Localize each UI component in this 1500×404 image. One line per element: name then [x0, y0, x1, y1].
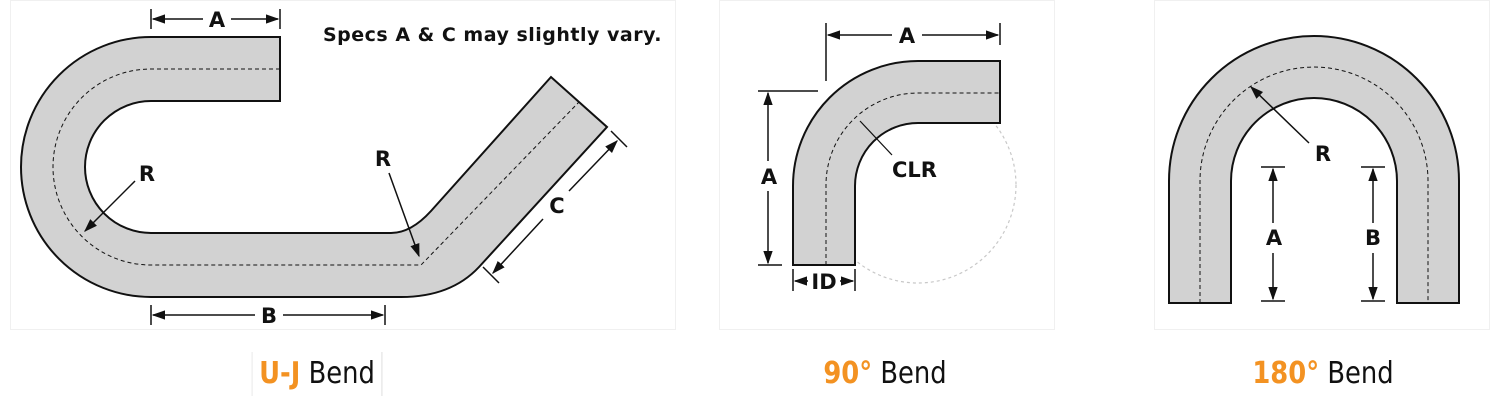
bend-90-caption-text: Bend — [872, 356, 947, 391]
uj-bend-caption-text: Bend — [300, 356, 375, 391]
uj-radius-left-arrow — [84, 180, 136, 232]
uj-tube — [20, 36, 609, 298]
uj-spec-note: Specs A & C may slightly vary. — [323, 24, 662, 46]
bend-90-caption-accent: 90° — [823, 356, 873, 391]
bend-180-radius-arrow — [1250, 86, 1310, 144]
uj-bend-panel: A Specs A & C may slightly vary. R R C B — [10, 0, 676, 330]
bend-90-clr-label: CLR — [892, 158, 937, 182]
bend-180-diagram: R A B — [1168, 35, 1460, 304]
bend-180-caption-accent: 180° — [1252, 356, 1320, 391]
bend-180-centerline — [1199, 66, 1429, 303]
bend-180-dim-b-label: B — [1365, 226, 1381, 250]
bend-90-centerline — [825, 92, 1000, 265]
bend-180-dim-a-label: A — [1266, 226, 1283, 250]
bend-180-radius-label: R — [1315, 142, 1331, 166]
uj-dim-c-ext-bottom — [482, 266, 500, 284]
bend-90-clr-leader — [859, 120, 893, 156]
bend-180-tube — [1168, 35, 1460, 304]
uj-dim-c-label: C — [549, 194, 564, 218]
uj-bend-caption-accent: U-J — [259, 356, 301, 391]
uj-centerline — [52, 68, 580, 266]
bend-90-panel: A A CLR ID — [719, 0, 1055, 330]
uj-dim-b-label: B — [261, 304, 277, 328]
uj-dim-c-line-bottom — [492, 218, 544, 274]
bend-180-panel: R A B — [1154, 0, 1490, 330]
uj-dim-c-ext-top — [610, 130, 628, 148]
uj-bend-caption-box: U-J Bend — [251, 352, 383, 396]
uj-dim-c-line-top — [568, 140, 618, 192]
bend-90-diagram: A A CLR ID — [758, 23, 1017, 294]
uj-radius-right-label: R — [375, 147, 391, 171]
bend-90-caption: 90° Bend — [799, 352, 971, 396]
bend-90-dim-a-top-label: A — [899, 24, 916, 48]
uj-radius-right-arrow — [388, 172, 420, 258]
uj-dim-a-label: A — [209, 8, 226, 32]
bend-180-caption-text: Bend — [1319, 356, 1394, 391]
uj-radius-left-label: R — [139, 162, 155, 186]
bend-90-dim-a-side-label: A — [761, 165, 778, 189]
uj-bend-caption: U-J Bend — [235, 352, 398, 396]
bend-90-dim-id-label: ID — [811, 270, 836, 294]
uj-bend-diagram: A Specs A & C may slightly vary. R R C B — [20, 8, 662, 328]
bend-90-tube — [792, 60, 1001, 266]
bend-180-caption: 180° Bend — [1233, 352, 1414, 396]
